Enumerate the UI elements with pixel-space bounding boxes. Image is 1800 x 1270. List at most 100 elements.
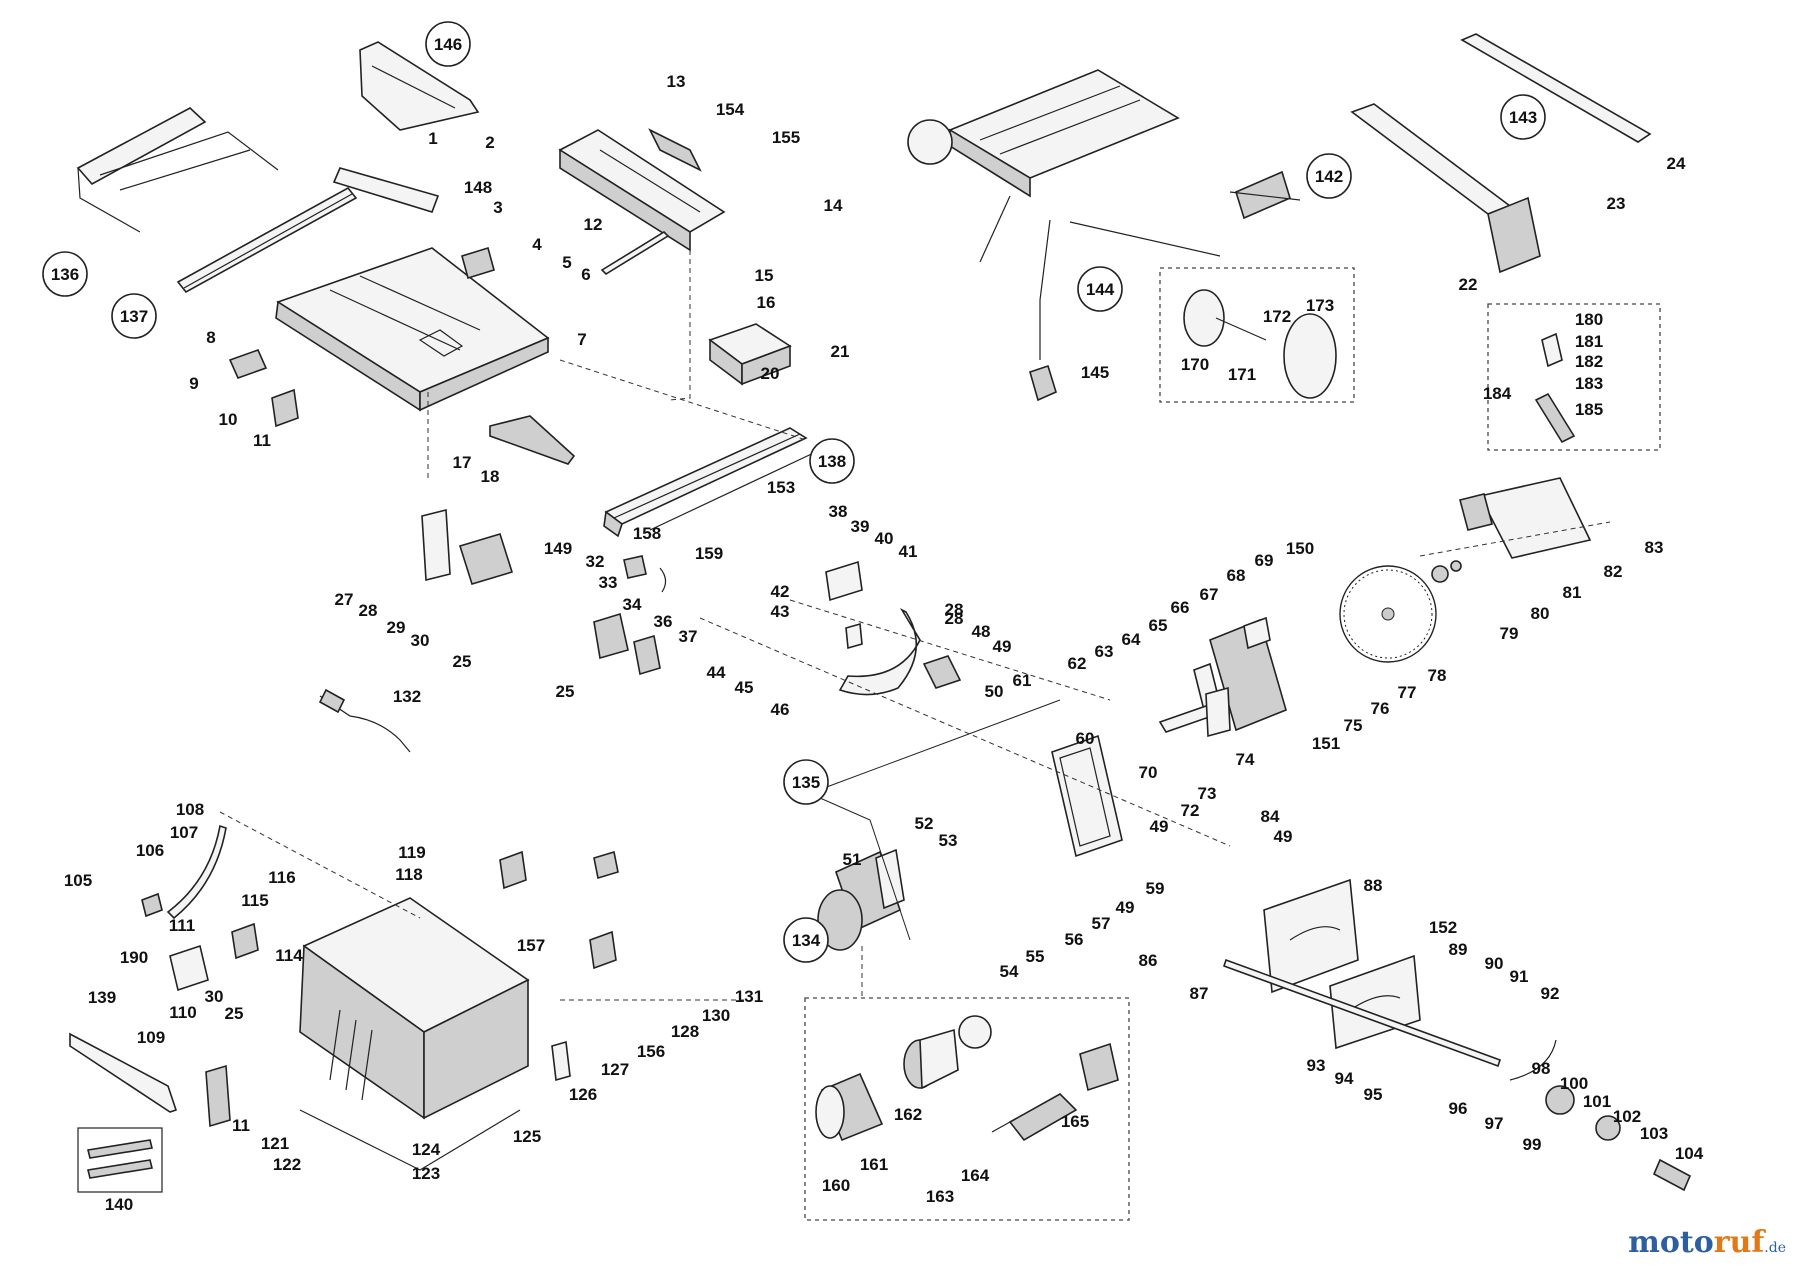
part-label-53: 53 (939, 831, 958, 850)
part-label-73: 73 (1198, 784, 1217, 803)
part-label-139: 139 (88, 988, 116, 1007)
front-rail-138 (603, 427, 821, 538)
part-label-36: 36 (654, 612, 673, 631)
part-label-135: 135 (792, 773, 820, 792)
part-label-164: 164 (961, 1166, 990, 1185)
part-label-61: 61 (1013, 671, 1032, 690)
part-label-49: 49 (1116, 898, 1135, 917)
part-label-56: 56 (1065, 930, 1084, 949)
fence-lock-detail-box (1487, 303, 1661, 451)
part-label-5: 5 (562, 253, 571, 272)
wheel-173 (1283, 313, 1337, 399)
part-label-91: 91 (1510, 967, 1529, 986)
plate-158 (623, 555, 647, 579)
part-label-15: 15 (755, 266, 774, 285)
part-label-17: 17 (453, 453, 472, 472)
callout-circle-134 (783, 917, 829, 963)
part-label-65: 65 (1149, 616, 1168, 635)
washer-80 (1450, 560, 1462, 572)
part-label-64: 64 (1122, 630, 1141, 649)
miter-gauge-142 (1229, 170, 1301, 220)
part-label-18: 18 (481, 467, 500, 486)
part-label-185: 185 (1575, 400, 1603, 419)
part-label-111: 111 (169, 916, 196, 935)
table-top-4 (275, 247, 550, 412)
flange-79 (1431, 565, 1449, 583)
hub-170 (1183, 289, 1225, 347)
part-label-137: 137 (120, 307, 148, 326)
part-label-84: 84 (1261, 807, 1280, 826)
part-label-49: 49 (1150, 817, 1169, 836)
part-label-160: 160 (822, 1176, 850, 1195)
part-label-28: 28 (359, 601, 378, 620)
part-label-95: 95 (1364, 1085, 1383, 1104)
part-label-23: 23 (1607, 194, 1626, 213)
part-label-62: 62 (1068, 654, 1087, 673)
part-label-101: 101 (1583, 1092, 1611, 1111)
tube-107 (166, 824, 227, 920)
plate-152 (1329, 954, 1421, 1050)
part-label-131: 131 (735, 987, 763, 1006)
bracket-131 (593, 850, 619, 880)
watermark-accent: ruf (1713, 1225, 1765, 1260)
part-label-4: 4 (532, 235, 542, 254)
part-label-12: 12 (584, 215, 603, 234)
part-label-46: 46 (771, 700, 790, 719)
saw-blade-78 (1339, 565, 1437, 663)
dust-port-20 (708, 323, 792, 386)
part-label-54: 54 (1000, 962, 1019, 981)
part-label-110: 110 (169, 1003, 196, 1022)
extension-table-13 (558, 128, 726, 252)
part-label-6: 6 (581, 265, 590, 284)
part-label-30: 30 (205, 987, 224, 1006)
part-label-38: 38 (829, 502, 848, 521)
part-label-34: 34 (623, 595, 642, 614)
part-label-22: 22 (1459, 275, 1478, 294)
part-label-27: 27 (335, 590, 354, 609)
part-label-28: 28 (945, 600, 964, 619)
bracket-119 (499, 850, 527, 890)
watermark-tld: .de (1764, 1240, 1786, 1256)
part-label-49: 49 (993, 637, 1012, 656)
part-label-59: 59 (1146, 879, 1165, 898)
part-label-123: 123 (412, 1164, 440, 1183)
part-label-152: 152 (1429, 918, 1457, 937)
part-label-55: 55 (1026, 947, 1045, 966)
part-label-28: 28 (945, 609, 964, 628)
part-label-190: 190 (120, 948, 148, 967)
rod-95 (1222, 958, 1502, 1068)
part-label-24: 24 (1667, 154, 1686, 173)
lever-185 (1534, 392, 1576, 444)
part-label-128: 128 (671, 1022, 699, 1041)
part-label-118: 118 (395, 865, 422, 884)
part-label-182: 182 (1575, 352, 1603, 371)
part-label-138: 138 (818, 452, 846, 471)
part-label-153: 153 (767, 478, 795, 497)
part-label-96: 96 (1449, 1099, 1468, 1118)
part-label-142: 142 (1315, 167, 1343, 186)
plate-74 (1205, 686, 1231, 738)
part-label-87: 87 (1190, 984, 1209, 1003)
watermark-brand: moto (1628, 1225, 1714, 1260)
part-label-121: 121 (261, 1134, 289, 1153)
part-label-83: 83 (1645, 538, 1664, 557)
part-label-143: 143 (1509, 108, 1537, 127)
switch-34 (593, 612, 629, 660)
part-label-119: 119 (398, 843, 425, 862)
part-label-60: 60 (1076, 729, 1095, 748)
end-bell (1079, 1042, 1119, 1092)
part-label-97: 97 (1485, 1114, 1504, 1133)
motor-detail-box (804, 997, 1130, 1221)
part-label-10: 10 (219, 410, 238, 429)
throat-plate-1 (332, 167, 440, 213)
part-label-161: 161 (860, 1155, 888, 1174)
part-label-171: 171 (1228, 365, 1256, 384)
part-label-32: 32 (586, 552, 605, 571)
part-label-29: 29 (387, 618, 406, 637)
part-label-40: 40 (875, 529, 894, 548)
part-label-37: 37 (679, 627, 698, 646)
callout-circle-144 (1077, 266, 1123, 312)
part-label-106: 106 (136, 841, 164, 860)
